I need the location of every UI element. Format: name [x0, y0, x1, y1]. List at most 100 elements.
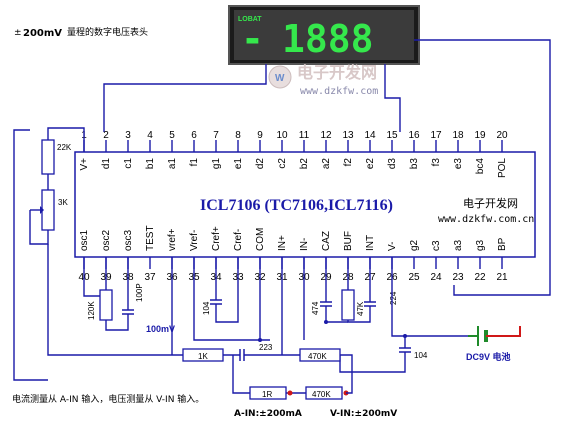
- integrator-network: 104 474 47K 224: [171, 257, 398, 355]
- pin-name: Cref-: [233, 229, 244, 251]
- pin-number: 22: [474, 272, 486, 283]
- pin-name: d3: [387, 158, 398, 170]
- footer: 电流测量从 A-IN 输入，电压测量从 V-IN 输入。 A-IN:±200mA…: [12, 393, 397, 419]
- wire-display-mid: [384, 64, 401, 132]
- pin-name: osc3: [123, 229, 134, 251]
- pin-number: 12: [320, 130, 332, 141]
- pin-number: 11: [299, 130, 310, 141]
- watermark-site-cn: 电子开发网: [297, 63, 377, 82]
- label-1r: 1R: [262, 390, 272, 399]
- pin-name: b2: [299, 158, 310, 170]
- pin-name: d1: [101, 158, 112, 170]
- pin-name: b1: [145, 158, 156, 170]
- side-brand: 电子开发网 www.dzkfw.com.cn: [438, 196, 534, 225]
- reference-network: 22K 3K: [13, 127, 183, 381]
- pin-name: f3: [431, 158, 442, 167]
- battery-wire-pos: [486, 326, 521, 337]
- resistor-47k: [341, 289, 355, 321]
- resistor-470k-b: [305, 386, 343, 400]
- wire-104b-bottom: [339, 352, 406, 373]
- chip-body: [74, 151, 536, 258]
- label-223: 223: [259, 343, 273, 352]
- led-display: LOBAT - 1888: [228, 5, 420, 65]
- pin-name: a3: [453, 239, 464, 251]
- wire-vplus: [47, 127, 85, 152]
- pin-name: e2: [365, 158, 376, 170]
- label-104b: 104: [414, 351, 428, 360]
- watermark-logo-letter: W: [275, 73, 285, 84]
- side-brand-url: www.dzkfw.com.cn: [438, 214, 534, 225]
- pin-number: 7: [213, 130, 219, 141]
- label-104a: 104: [202, 301, 211, 315]
- label-470k-b: 470K: [312, 390, 331, 399]
- pin-name: b3: [409, 158, 420, 170]
- pin-name: POL: [497, 158, 508, 178]
- pin-number: 3: [125, 130, 131, 141]
- pin-name: c3: [431, 240, 442, 251]
- pin-number: 13: [342, 130, 354, 141]
- pin-number: 15: [386, 130, 398, 141]
- caption-text: 量程的数字电压表头: [67, 26, 148, 38]
- wire-to-1r: [232, 355, 250, 394]
- junction-dot: [258, 338, 262, 342]
- pin-name: BUF: [343, 231, 354, 251]
- pin-number: 5: [169, 130, 175, 141]
- wire-vminus: [391, 257, 468, 337]
- pin-number: 10: [276, 130, 288, 141]
- wiper-arrow-icon: [40, 206, 44, 214]
- wire-display-left: [103, 64, 267, 132]
- chip-top-pins: 1V+2d13c14b15a16f17g18e19d210c211b212a21…: [79, 130, 508, 178]
- label-22k: 22K: [57, 143, 72, 152]
- pin-number: 19: [474, 130, 486, 141]
- pin-number: 6: [191, 130, 197, 141]
- header-caption: ± 200mV 量程的数字电压表头: [14, 26, 148, 39]
- wire-cref-loop: [215, 257, 239, 323]
- pin-number: 2: [103, 130, 109, 141]
- pin-number: 9: [257, 130, 263, 141]
- caption-prefix: ±: [14, 28, 22, 38]
- resistor-22k: [41, 139, 55, 175]
- input-network: 1K 223 470K 1R 470K: [182, 343, 353, 400]
- label-battery: DC9V 电池: [466, 351, 511, 362]
- wire-osc1: [83, 257, 106, 297]
- footer-note: 电流测量从 A-IN 输入，电压测量从 V-IN 输入。: [12, 393, 204, 405]
- pin-name: TEST: [145, 225, 156, 251]
- pin-name: INT: [365, 235, 376, 251]
- junction-dot: [324, 320, 328, 324]
- pin-number: 24: [430, 272, 442, 283]
- pin-name: bc4: [475, 158, 486, 175]
- caption-value: 200mV: [23, 28, 62, 39]
- pin-number: 23: [452, 272, 464, 283]
- pin-name: V+: [79, 158, 90, 171]
- label-474: 474: [311, 301, 320, 315]
- pin-name: Cref+: [211, 226, 222, 251]
- pin-number: 17: [430, 130, 442, 141]
- label-120k: 120K: [87, 301, 96, 320]
- pin-name: COM: [255, 228, 266, 251]
- pin-name: f2: [343, 158, 354, 167]
- pin-number: 14: [364, 130, 376, 141]
- pin-name: g1: [211, 158, 222, 170]
- wire-pot-bottom: [29, 210, 49, 245]
- label-100p: 100P: [135, 283, 144, 302]
- display-lobat: LOBAT: [238, 16, 262, 23]
- pin-name: a2: [321, 158, 332, 170]
- pin-name: c1: [123, 158, 134, 169]
- label-47k: 47K: [356, 301, 365, 316]
- pin-name: V-: [387, 242, 398, 251]
- pin-number: 18: [452, 130, 464, 141]
- wire-vrefminus: [193, 257, 270, 341]
- pin-name: vref+: [167, 228, 178, 251]
- label-1k: 1K: [198, 352, 208, 361]
- pin-name: g3: [475, 239, 486, 251]
- chip-icl7106: ICL7106 (TC7106,ICL7116) 1V+2d13c14b15a1…: [74, 130, 536, 283]
- footer-v-in: V-IN:±200mV: [330, 409, 397, 419]
- label-100mv: 100mV: [146, 324, 175, 334]
- pin-number: 25: [408, 272, 420, 283]
- display-digits: 1888: [282, 17, 374, 61]
- pin-number: 16: [408, 130, 420, 141]
- wire-display-right: [414, 39, 551, 296]
- resistor-120k: [99, 289, 113, 321]
- power-network: 104 DC9V 电池: [339, 257, 521, 373]
